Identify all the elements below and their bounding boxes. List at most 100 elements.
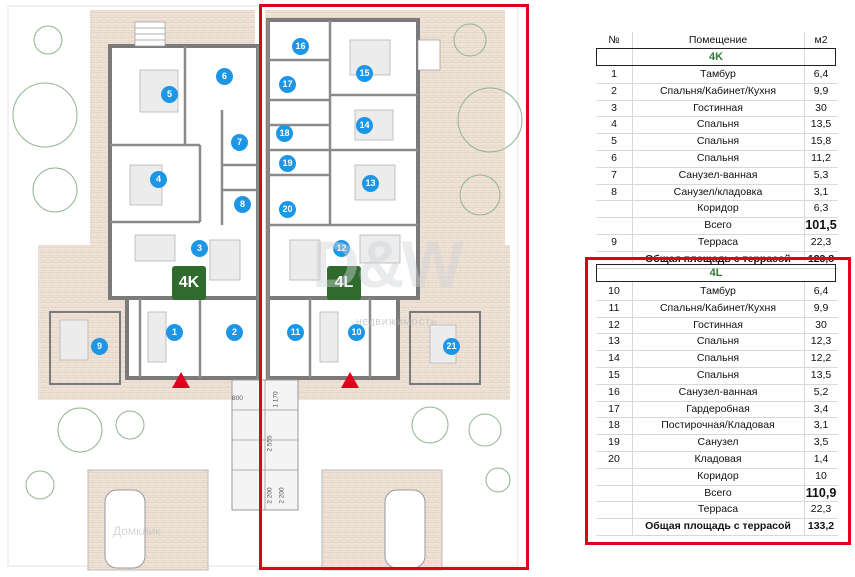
room-marker-1: 1 [166,324,183,341]
highlight-frame-plan [259,4,529,570]
room-marker-20: 20 [279,201,296,218]
room-marker-13: 13 [362,175,379,192]
cell-n: 10 [608,285,620,297]
cell-n: 17 [608,402,620,415]
room-marker-21: 21 [443,338,460,355]
cell-n: 12 [608,318,620,331]
cell-area: 13,5 [810,118,832,131]
unit-badge-4l: 4L [327,266,361,300]
cell-value: 133,2 [807,520,835,533]
room-marker-15: 15 [356,65,373,82]
room-marker-17: 17 [279,76,296,93]
cell-n: 18 [608,419,620,432]
cars [104,489,426,569]
cell-area: 10 [815,469,827,482]
cell-area: 30 [815,101,827,114]
watermark-subtitle: НЕДВИЖИМОСТЬ [356,318,438,327]
cell-value: 110,9 [805,485,837,500]
cell-area: 12,2 [810,352,832,365]
entry-arrow-4k [172,372,190,388]
room-marker-19: 19 [279,155,296,172]
cell-area: 13,5 [810,369,832,381]
cell-area: 11,2 [811,152,831,164]
cell-name: Спальня [696,152,740,164]
cell-n: 2 [611,84,617,97]
header-area: м2 [814,34,828,46]
room-marker-10: 10 [348,324,365,341]
cell-area: 9,9 [813,84,829,97]
room-marker-6: 6 [216,68,233,85]
cell-area: 15,8 [810,135,832,148]
table-row: Терраса 22,3 [596,501,838,518]
cell-label: Всего [704,219,732,232]
cell-name: Спальня [696,369,740,381]
header-room: Помещение [688,34,748,46]
cell-area: 5,3 [813,168,829,181]
dimension-label: 800 [232,395,243,402]
table-row: 11 Спальня/Кабинет/Кухня 9,9 [596,300,838,317]
cell-area: 22,3 [810,503,832,516]
section-4l: 4L [596,264,836,282]
table-row: 6 Спальня 11,2 [596,150,838,167]
room-marker-14: 14 [356,117,373,134]
cell-area: 30 [815,318,827,331]
room-marker-18: 18 [276,125,293,142]
cell-area: 1,4 [813,453,829,465]
cell-n: 6 [611,152,617,164]
cell-area: 3,1 [813,185,829,198]
terrace-4l [409,311,481,385]
cell-name: Спальня [696,135,740,148]
cell-name: Санузел-ванная [678,168,758,181]
cell-n: 20 [608,453,620,465]
cell-n: 13 [608,335,620,348]
cell-name: Гостинная [693,318,743,331]
steps [134,21,441,71]
cell-name: Постирочная/Кладовая [661,419,775,432]
trees [12,23,523,500]
cell-name: Санузел-ванная [678,385,758,398]
cell-label: Общая площадь с террасой [645,520,791,533]
cell-name: Спальня [696,118,740,131]
cell-area: 3,1 [813,419,829,432]
highlight-frame-table [585,257,851,545]
cell-area: 6,4 [813,68,829,80]
cell-name: Спальня/Кабинет/Кухня [659,84,777,97]
cell-value: 101,5 [805,218,837,233]
table-row: 14 Спальня 12,2 [596,350,838,367]
room-marker-7: 7 [231,134,248,151]
cell-n: 14 [608,352,620,365]
table-row: 12 Гостинная 30 [596,317,838,334]
cell-name: Тамбур [700,68,736,80]
cell-n: 1 [611,68,617,80]
cell-n: 11 [608,301,620,314]
header-num: № [608,34,620,46]
cell-area: 22,3 [810,236,832,248]
room-marker-11: 11 [287,324,304,341]
table-header: № Помещение м2 [596,32,838,49]
cell-n: 3 [611,101,617,114]
floor-plan [7,5,523,571]
cell-n: 5 [611,135,617,148]
cell-area: 6,4 [813,285,829,297]
cell-name: Терраса [697,236,739,248]
paving-right-terrace [420,245,510,400]
cell-label: Всего [704,486,732,499]
table-row: 2 Спальня/Кабинет/Кухня 9,9 [596,83,838,100]
table-row: Всего 110,9 [596,485,838,502]
cell-area: 12,3 [810,335,832,348]
cell-name: Спальня/Кабинет/Кухня [659,301,777,314]
cell-area: 3,5 [813,436,829,449]
cell-area: 9,9 [813,301,829,314]
cell-name: Терраса [697,503,739,516]
cell-n: 8 [611,185,617,198]
cell-name: Спальня [696,352,740,365]
table-row: 5 Спальня 15,8 [596,133,838,150]
table-row: 1 Тамбур 6,4 [596,66,838,83]
